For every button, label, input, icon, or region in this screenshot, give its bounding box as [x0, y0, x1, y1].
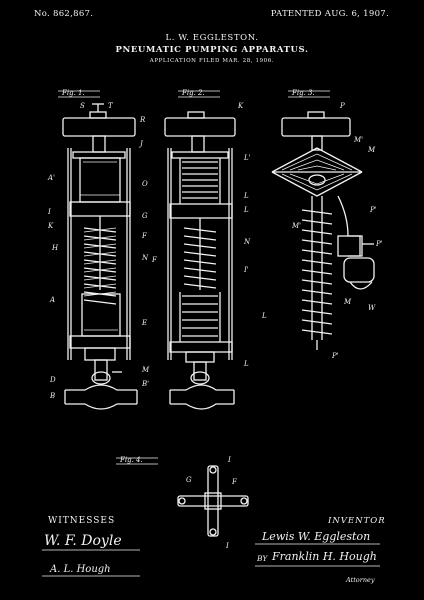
fig3-drawing — [271, 111, 375, 350]
label: K — [47, 222, 54, 230]
label: S — [80, 102, 85, 110]
fig4-labels: I G F I — [186, 456, 238, 550]
label: F — [231, 478, 238, 486]
by-label: BY — [257, 554, 268, 563]
label: R — [139, 116, 146, 124]
label: I — [227, 456, 231, 464]
label: N — [141, 254, 149, 262]
fig3-title: Fig. 3. — [291, 89, 315, 97]
fig2-drawing — [164, 111, 236, 410]
label: A — [49, 296, 55, 304]
fig3-labels: P M' M M' P' P' M W P' — [291, 102, 383, 360]
label: W — [368, 304, 376, 312]
label: G — [142, 212, 148, 220]
label: M — [343, 298, 352, 306]
label: P' — [369, 206, 377, 214]
attorney-signature: Franklin H. Hough — [271, 550, 377, 563]
inventor-signature: Lewis W. Eggleston — [261, 530, 370, 543]
fig1-drawing — [62, 103, 138, 410]
inventor-label: INVENTOR — [328, 516, 386, 526]
fig4-drawing — [177, 465, 249, 537]
label: O — [142, 180, 148, 188]
label: L — [261, 312, 267, 320]
label: N — [243, 238, 251, 246]
label: I — [47, 208, 51, 216]
label: G — [186, 476, 192, 484]
label: M — [367, 146, 376, 154]
witness2-signature: A. L. Hough — [49, 564, 111, 575]
label: J — [138, 140, 144, 148]
label: L — [243, 360, 249, 368]
label: M' — [291, 222, 301, 230]
label: B — [49, 392, 55, 400]
label: P — [339, 102, 345, 110]
label: B' — [141, 380, 149, 388]
filing-date: APPLICATION FILED MAR. 28, 1906. — [149, 58, 275, 64]
label: L' — [243, 154, 251, 162]
label: A' — [47, 174, 55, 182]
label: P' — [331, 352, 339, 360]
fig2-title: Fig. 2. — [181, 89, 205, 97]
label: M — [141, 366, 150, 374]
label: H — [51, 244, 59, 252]
label: L — [243, 206, 249, 214]
label: T — [108, 102, 114, 110]
attorney-label: Attorney — [346, 576, 375, 584]
label: F — [141, 232, 148, 240]
fig4-title: Fig. 4. — [119, 456, 143, 464]
signature-block: W. F. Doyle A. L. Hough Lewis W. Egglest… — [42, 530, 380, 577]
label: I — [225, 542, 229, 550]
label: P' — [375, 240, 383, 248]
label: E — [141, 319, 147, 327]
patent-date: PATENTED AUG. 6, 1907. — [270, 9, 389, 19]
label: I' — [243, 266, 249, 274]
fig2-labels: K L' L L F N I' L L — [151, 102, 267, 368]
label: F — [151, 256, 158, 264]
witnesses-label: WITNESSES — [48, 516, 116, 526]
label: K — [237, 102, 244, 110]
fig1-labels: S T R J A' O I K G H F N A E D B M B' — [47, 102, 150, 400]
label: D — [49, 376, 56, 384]
label: L — [243, 192, 249, 200]
patent-number: No. 862,867. — [34, 9, 94, 19]
label: M' — [353, 136, 363, 144]
witness1-signature: W. F. Doyle — [44, 533, 122, 549]
inventor-name: L. W. EGGLESTON. — [165, 33, 259, 43]
fig1-title: Fig. 1. — [61, 89, 85, 97]
patent-title: PNEUMATIC PUMPING APPARATUS. — [115, 45, 309, 55]
